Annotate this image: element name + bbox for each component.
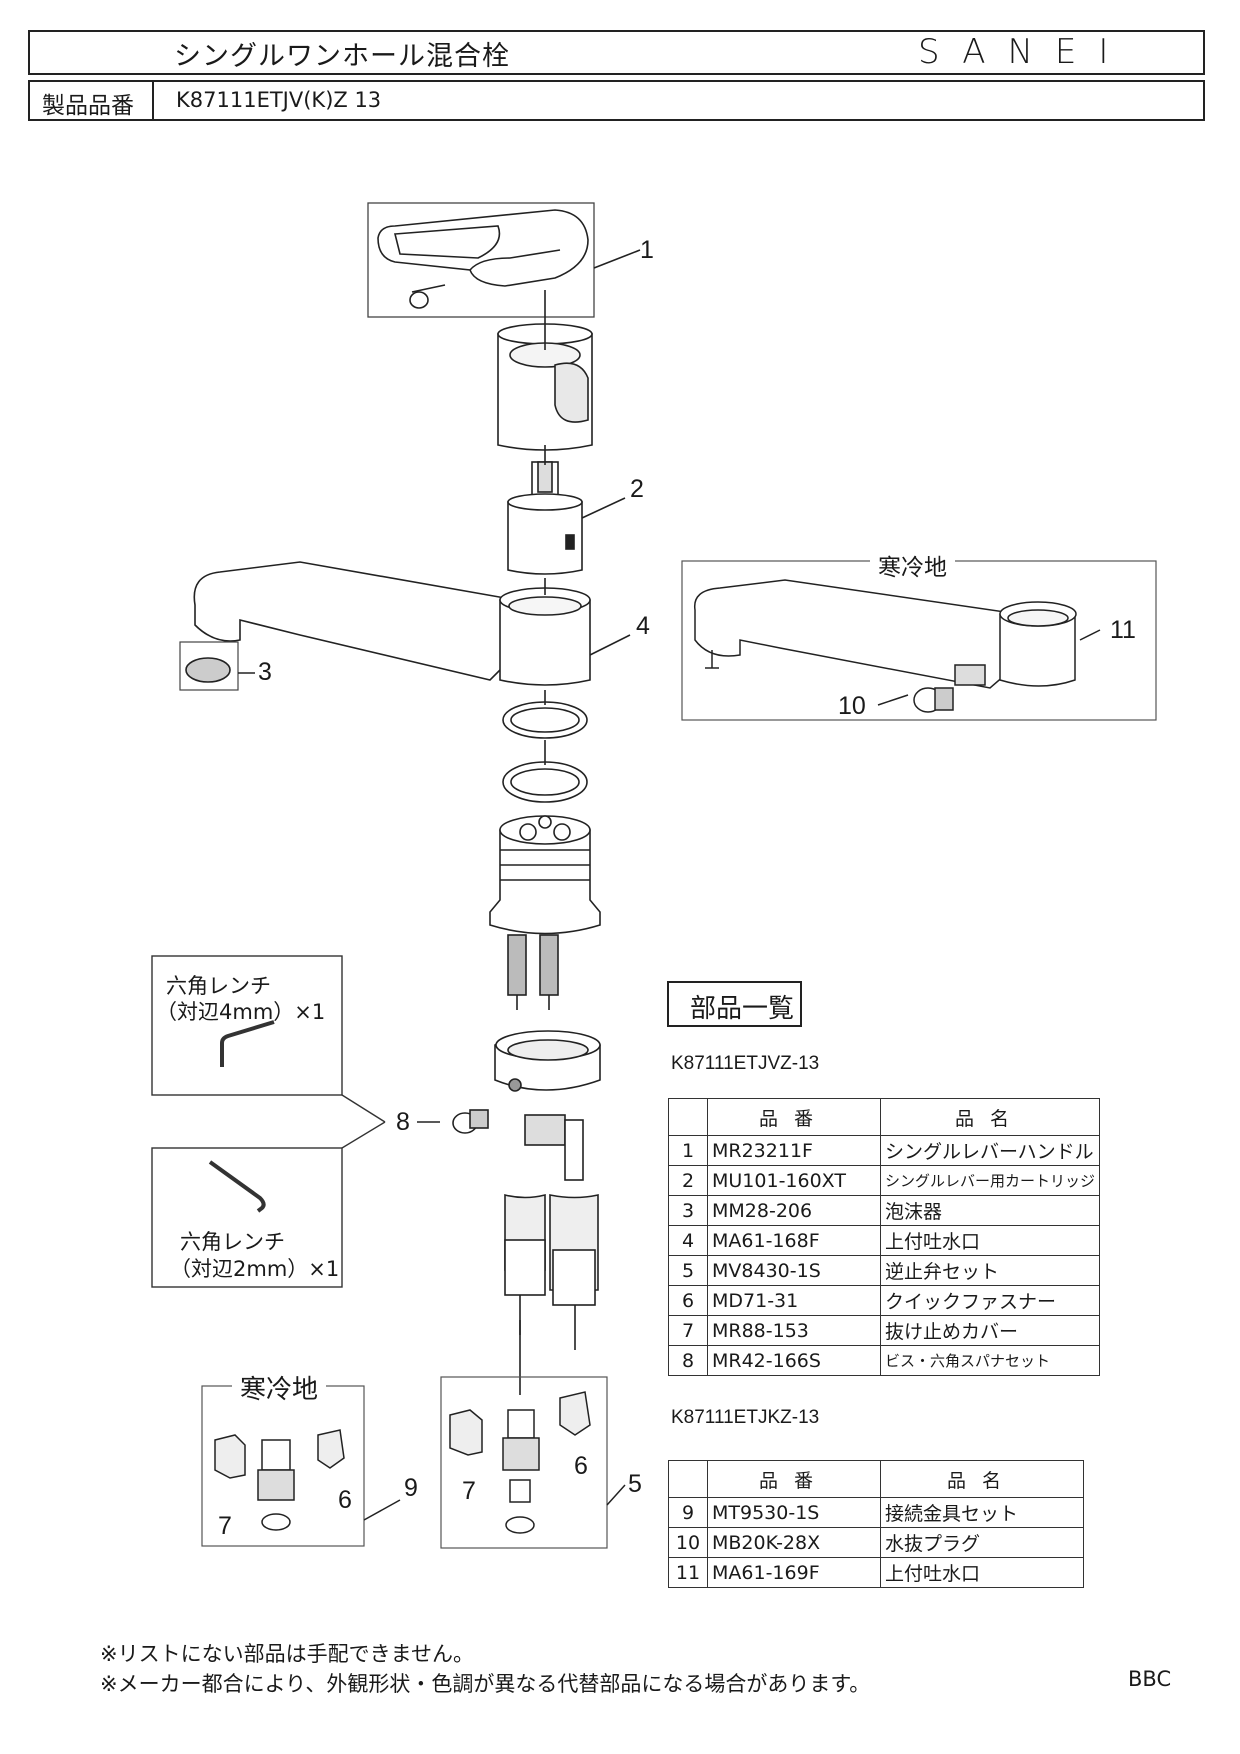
- wrench-2mm-name: 六角レンチ: [180, 1230, 285, 1254]
- callout-5: 5: [628, 1470, 642, 1498]
- header-name: 品名: [880, 1460, 1084, 1498]
- callout-1: 1: [640, 236, 654, 264]
- model-box: [28, 80, 1205, 121]
- row-no: 4: [668, 1225, 708, 1256]
- row-name: クイックファスナー: [879, 1285, 1101, 1316]
- cold-region-label-left: 寒冷地: [232, 1369, 327, 1406]
- callout-11: 11: [1110, 616, 1136, 644]
- row-code: MR88-153: [707, 1315, 881, 1346]
- callout-2: 2: [630, 475, 644, 503]
- row-no: 6: [668, 1285, 708, 1316]
- callout-4: 4: [636, 612, 650, 640]
- header-no: [668, 1098, 708, 1136]
- callout-7: 7: [462, 1477, 476, 1505]
- row-no: 2: [668, 1165, 708, 1196]
- callout-3: 3: [258, 658, 272, 686]
- row-name: 水抜プラグ: [880, 1527, 1084, 1558]
- cold-region-label-right: 寒冷地: [870, 548, 955, 582]
- callout-9: 9: [404, 1474, 418, 1502]
- row-code: MM28-206: [707, 1195, 881, 1226]
- table2-caption: K87111ETJKZ-13: [671, 1407, 820, 1428]
- row-code: MR23211F: [707, 1135, 881, 1166]
- row-no: 7: [668, 1315, 708, 1346]
- header-code: 品番: [707, 1098, 881, 1136]
- table-header-row: 品番 品名: [668, 1460, 1084, 1498]
- row-no: 3: [668, 1195, 708, 1226]
- row-name: シングルレバー用カートリッジ: [879, 1165, 1101, 1196]
- model-number: K87111ETJV(K)Z 13: [176, 88, 382, 112]
- callout-8: 8: [396, 1108, 410, 1136]
- callout-10: 10: [838, 692, 866, 720]
- wrench-4mm-size: （対辺4mm）×1: [156, 1000, 326, 1024]
- model-divider: [152, 80, 154, 121]
- row-code: MU101-160XT: [707, 1165, 881, 1196]
- callout-6-cold: 6: [338, 1486, 352, 1514]
- row-name: ビス・六角スパナセット: [879, 1345, 1101, 1376]
- parts-section-title: 部品一覧: [690, 994, 795, 1024]
- row-code: MT9530-1S: [707, 1497, 881, 1528]
- header-code: 品番: [707, 1460, 881, 1498]
- row-name: 泡沫器: [879, 1195, 1101, 1226]
- wrench-2mm-size: （対辺2mm）×1: [170, 1257, 340, 1281]
- row-code: MA61-168F: [707, 1225, 881, 1256]
- row-code: MA61-169F: [707, 1557, 881, 1588]
- header-name: 品名: [879, 1098, 1101, 1136]
- row-no: 5: [668, 1255, 708, 1286]
- callout-7-cold: 7: [218, 1512, 232, 1540]
- page-title: シングルワンホール混合栓: [174, 41, 510, 72]
- parts-title-box: [667, 981, 802, 1027]
- row-no: 11: [668, 1557, 708, 1588]
- row-name: 接続金具セット: [880, 1497, 1084, 1528]
- row-code: MD71-31: [707, 1285, 881, 1316]
- row-name: 上付吐水口: [880, 1557, 1084, 1588]
- row-no: 9: [668, 1497, 708, 1528]
- note-2: ※メーカー都合により、外観形状・色調が異なる代替部品になる場合があります。: [100, 1672, 871, 1696]
- row-code: MB20K-28X: [707, 1527, 881, 1558]
- row-name: 逆止弁セット: [879, 1255, 1101, 1286]
- title-box: [28, 30, 1205, 75]
- header-no: [668, 1460, 708, 1498]
- callout-6: 6: [574, 1452, 588, 1480]
- row-name: 抜け止めカバー: [879, 1315, 1101, 1346]
- brand-logo: SANEI: [918, 32, 1131, 72]
- footer-code: BBC: [1128, 1667, 1172, 1691]
- row-no: 8: [668, 1345, 708, 1376]
- row-no: 1: [668, 1135, 708, 1166]
- row-no: 10: [668, 1527, 708, 1558]
- row-code: MV8430-1S: [707, 1255, 881, 1286]
- note-1: ※リストにない部品は手配できません。: [100, 1642, 474, 1666]
- row-code: MR42-166S: [707, 1345, 881, 1376]
- table-header-row: 品番 品名: [668, 1098, 1101, 1136]
- row-name: 上付吐水口: [879, 1225, 1101, 1256]
- wrench-4mm-name: 六角レンチ: [166, 974, 271, 998]
- model-label: 製品品番: [42, 93, 134, 119]
- row-name: シングルレバーハンドル: [879, 1135, 1101, 1166]
- table1-caption: K87111ETJVZ-13: [671, 1053, 820, 1074]
